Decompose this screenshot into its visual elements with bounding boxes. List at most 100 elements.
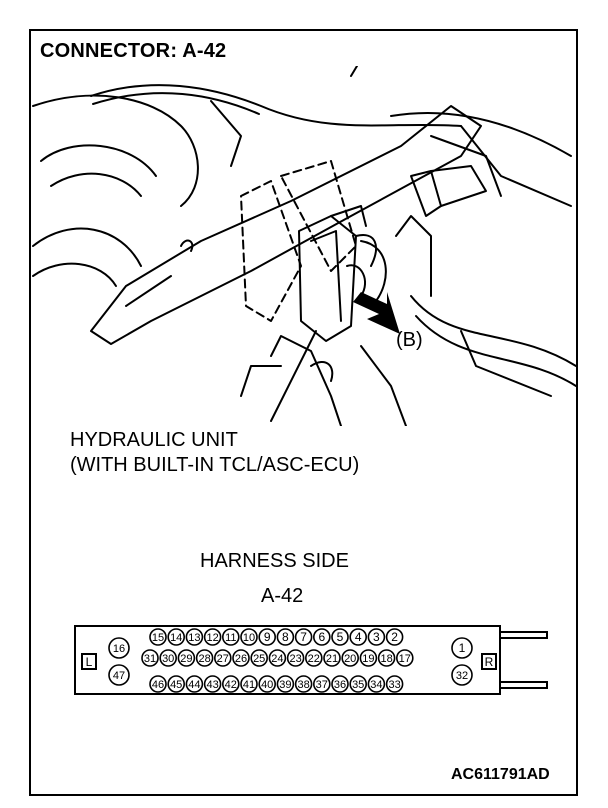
pin-32: 32 [451,664,473,686]
svg-text:26: 26 [235,653,247,665]
svg-text:45: 45 [170,679,182,691]
svg-text:32: 32 [456,670,468,682]
svg-text:27: 27 [217,653,229,665]
pin-11: 11 [222,628,240,646]
pin-37: 37 [313,675,331,693]
pin-33: 33 [385,675,404,693]
svg-text:10: 10 [243,632,255,644]
svg-text:23: 23 [289,653,301,665]
svg-text:25: 25 [253,653,265,665]
callout-label: (B) [396,329,423,351]
pin-41: 41 [240,675,258,693]
pin-36: 36 [331,675,349,693]
svg-text:21: 21 [326,653,338,665]
pin-31: 31 [141,649,159,667]
svg-text:12: 12 [206,632,218,644]
engine-bay-illustration [32,66,577,426]
pin-39: 39 [276,675,295,693]
page-title: CONNECTOR: A-42 [40,40,227,62]
svg-text:31: 31 [144,653,156,665]
svg-text:6: 6 [318,630,325,644]
svg-text:5: 5 [337,630,344,644]
pin-44: 44 [185,675,204,693]
svg-text:38: 38 [297,679,309,691]
pin-43: 43 [203,675,222,693]
pin-15: 15 [149,628,167,646]
pin-35: 35 [349,675,368,693]
svg-text:3: 3 [373,630,380,644]
harness-side-title: HARNESS SIDE [200,550,349,572]
svg-text:4: 4 [355,630,362,644]
pin-14: 14 [167,628,185,646]
left-mark: L [86,655,93,669]
svg-text:29: 29 [180,653,192,665]
svg-text:19: 19 [362,653,374,665]
pin-22: 22 [305,649,323,667]
pin-13: 13 [185,628,204,646]
right-mark: R [485,655,494,669]
pin-34: 34 [367,675,386,693]
pin-45: 45 [167,675,185,693]
svg-text:28: 28 [198,653,210,665]
svg-text:34: 34 [370,679,382,691]
svg-text:33: 33 [388,679,400,691]
svg-text:44: 44 [188,679,200,691]
pin-30: 30 [159,649,177,667]
pin-16: 16 [108,637,130,659]
svg-text:41: 41 [243,679,255,691]
svg-text:20: 20 [344,653,356,665]
svg-text:47: 47 [113,670,125,682]
svg-text:15: 15 [152,632,164,644]
pin-12: 12 [203,628,222,646]
unit-caption-line2: (WITH BUILT-IN TCL/ASC-ECU) [70,454,360,476]
svg-text:37: 37 [316,679,328,691]
pin-1: 1 [451,637,473,659]
svg-text:30: 30 [162,653,174,665]
svg-text:9: 9 [264,630,271,644]
pin-3: 3 [367,628,386,646]
latch-bottom [500,681,548,689]
pin-10: 10 [240,628,258,646]
svg-text:22: 22 [308,653,320,665]
left-marker-box [81,653,97,670]
svg-text:2: 2 [391,630,398,644]
pin-8: 8 [276,628,295,646]
pin-29: 29 [177,649,196,667]
pin-26: 26 [232,649,250,667]
pin-40: 40 [258,675,276,693]
pin-2: 2 [385,628,404,646]
pin-6: 6 [313,628,331,646]
connector-body [74,625,501,695]
latch-top [500,631,548,639]
pin-5: 5 [331,628,349,646]
pin-17: 17 [395,649,414,667]
svg-text:43: 43 [206,679,218,691]
pin-42: 42 [222,675,240,693]
svg-text:46: 46 [152,679,164,691]
pin-19: 19 [359,649,378,667]
unit-caption-line1: HYDRAULIC UNIT [70,429,238,451]
svg-text:11: 11 [225,632,236,644]
pin-7: 7 [294,628,313,646]
pin-20: 20 [341,649,360,667]
pin-28: 28 [195,649,214,667]
svg-text:17: 17 [399,653,411,665]
svg-text:36: 36 [334,679,346,691]
pin-46: 46 [149,675,167,693]
pin-47: 47 [108,664,130,686]
pin-9: 9 [258,628,276,646]
pin-24: 24 [268,649,287,667]
harness-connector-id: A-42 [261,585,304,607]
svg-text:1: 1 [459,641,466,655]
pin-38: 38 [294,675,313,693]
svg-text:8: 8 [282,630,289,644]
right-marker-box [481,653,497,670]
svg-text:14: 14 [170,632,182,644]
svg-text:35: 35 [352,679,364,691]
pin-4: 4 [349,628,368,646]
svg-text:40: 40 [261,679,273,691]
svg-text:7: 7 [300,630,307,644]
pin-18: 18 [377,649,396,667]
